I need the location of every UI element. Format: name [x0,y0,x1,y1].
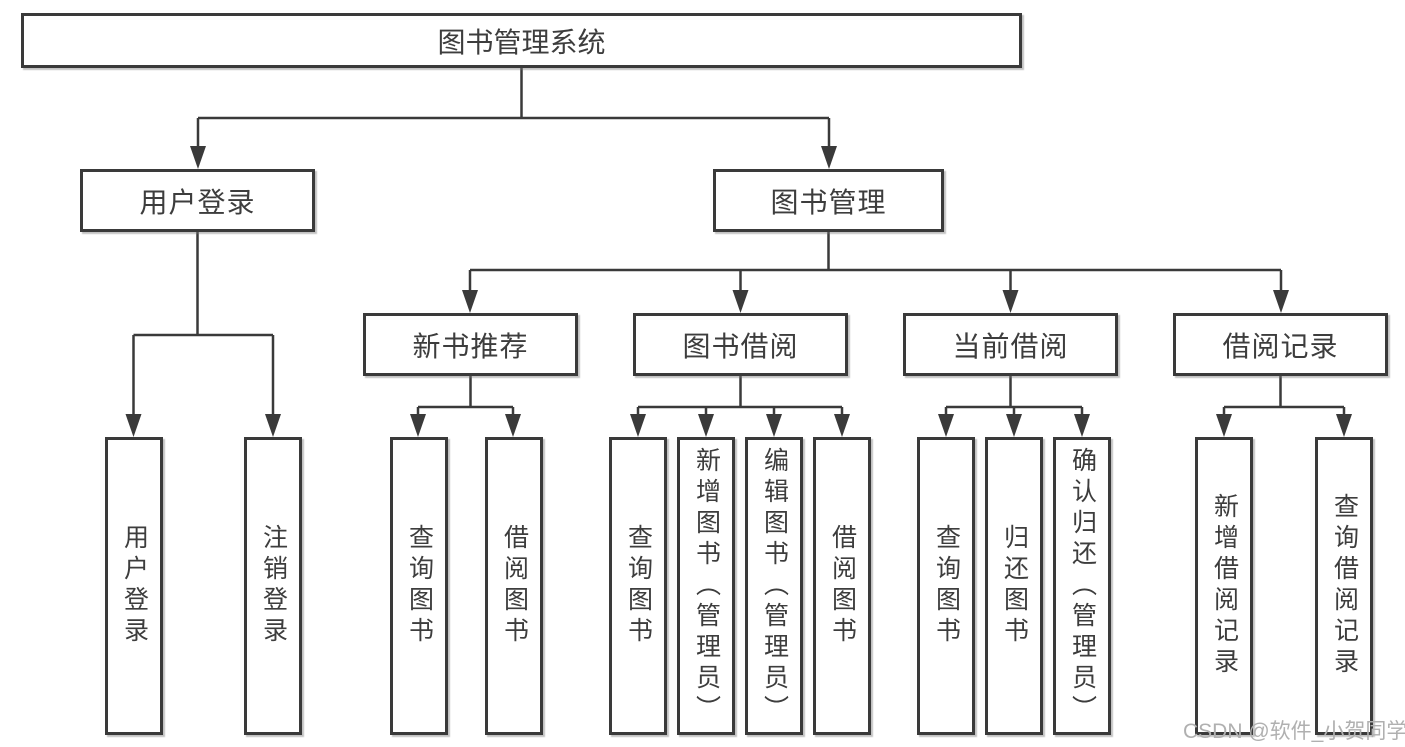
node-root: 图书管理系统 [21,13,1022,68]
node-book-borrow-label: 图书借阅 [682,330,799,362]
node-borrow-records: 借阅记录 [1173,313,1388,376]
node-current-borrow-label: 当前借阅 [952,330,1069,362]
leaf-borrow-query-books-label: 查询图书 [624,524,653,648]
node-book-management-branch: 图书管理 [713,169,944,232]
arrowhead-icons [125,146,1352,437]
leaf-recommend-query-books-label: 查询图书 [405,524,434,648]
node-new-book-recommend-label: 新书推荐 [412,330,529,362]
leaf-recommend-borrow-books: 借阅图书 [485,437,543,735]
leaf-borrow-books: 借阅图书 [813,437,871,735]
leaf-recommend-borrow-books-label: 借阅图书 [500,524,529,648]
leaf-add-book-admin: 新增图书（管理员） [677,437,735,735]
leaf-query-borrow-record-label: 查询借阅记录 [1330,493,1359,679]
node-user-login-branch: 用户登录 [80,169,315,232]
leaf-add-book-admin-label: 新增图书（管理员） [692,446,721,726]
leaf-return-books: 归还图书 [985,437,1043,735]
leaf-return-books-label: 归还图书 [1000,524,1029,648]
leaf-add-borrow-record-label: 新增借阅记录 [1210,493,1239,679]
leaf-confirm-return-admin: 确认归还（管理员） [1053,437,1111,735]
leaf-edit-book-admin: 编辑图书（管理员） [745,437,803,735]
leaf-borrow-query-books: 查询图书 [609,437,667,735]
leaf-edit-book-admin-label: 编辑图书（管理员） [760,446,789,726]
leaf-recommend-query-books: 查询图书 [390,437,448,735]
leaf-borrow-books-label: 借阅图书 [828,524,857,648]
node-book-management-branch-label: 图书管理 [770,186,887,218]
node-new-book-recommend: 新书推荐 [363,313,578,376]
node-borrow-records-label: 借阅记录 [1222,330,1339,362]
watermark: CSDN @软件_小贺同学 [1183,720,1405,743]
leaf-logout: 注销登录 [244,437,302,735]
leaf-query-borrow-record: 查询借阅记录 [1315,437,1373,735]
leaf-user-login: 用户登录 [105,437,163,735]
leaf-current-query-books-label: 查询图书 [932,524,961,648]
leaf-add-borrow-record: 新增借阅记录 [1195,437,1253,735]
leaf-logout-label: 注销登录 [259,524,288,648]
node-user-login-branch-label: 用户登录 [139,186,256,218]
node-book-borrow: 图书借阅 [633,313,848,376]
node-current-borrow: 当前借阅 [903,313,1118,376]
leaf-confirm-return-admin-label: 确认归还（管理员） [1068,446,1097,726]
node-root-label: 图书管理系统 [437,26,606,58]
leaf-current-query-books: 查询图书 [917,437,975,735]
leaf-user-login-label: 用户登录 [120,524,149,648]
